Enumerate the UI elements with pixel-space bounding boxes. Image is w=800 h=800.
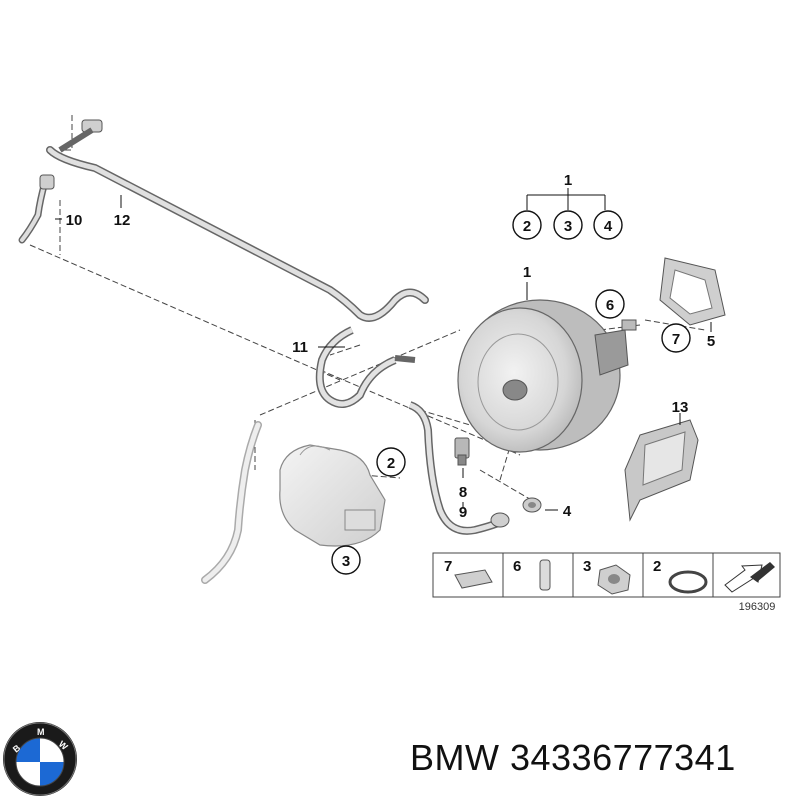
callout-group-3: 3: [564, 218, 572, 235]
svg-text:B: B: [11, 742, 23, 754]
drawing-number: 196309: [739, 601, 776, 613]
callout-6: 6: [606, 297, 614, 314]
part-number-title: BMW 34336777341: [410, 737, 736, 778]
legend-cell-7: 7: [444, 558, 452, 575]
pipe-11: [315, 326, 416, 408]
callout-group-4: 4: [604, 218, 613, 235]
pipe-9: [408, 401, 510, 535]
svg-text:M: M: [37, 727, 45, 737]
legend-cell-3: 3: [583, 558, 591, 575]
callout-3: 3: [342, 553, 350, 570]
hose-10: [18, 174, 55, 244]
callout-group-2: 2: [523, 218, 531, 235]
brake-line-light: [201, 421, 262, 584]
callout-labels: 1 2 3 4 1 6 7 5 11 13 2 8 9 4 3 10 12: [55, 172, 715, 575]
brake-fluid-reservoir: [279, 444, 386, 547]
callout-2: 2: [387, 455, 395, 472]
grommet-4: [522, 497, 542, 513]
legend-cell-6: 6: [513, 558, 521, 575]
callout-11: 11: [292, 339, 308, 356]
gasket-5: [659, 257, 726, 326]
callout-booster-1: 1: [523, 264, 531, 281]
parts-legend: 7 6 3 2: [432, 552, 781, 598]
vacuum-pipe-12: [46, 119, 429, 322]
legend-cell-2: 2: [653, 558, 661, 575]
callout-top-1: 1: [564, 172, 572, 189]
callout-5: 5: [707, 333, 715, 350]
brake-booster: [457, 299, 637, 453]
callout-4: 4: [563, 503, 572, 520]
callout-8: 8: [459, 484, 467, 501]
callout-13: 13: [672, 399, 689, 416]
callout-12: 12: [114, 212, 131, 229]
callout-9: 9: [459, 504, 467, 521]
valve-8: [454, 437, 470, 466]
callout-10: 10: [66, 212, 83, 229]
bmw-logo: B M W: [3, 722, 77, 796]
bracket-13: [624, 419, 699, 522]
callout-7: 7: [672, 331, 680, 348]
